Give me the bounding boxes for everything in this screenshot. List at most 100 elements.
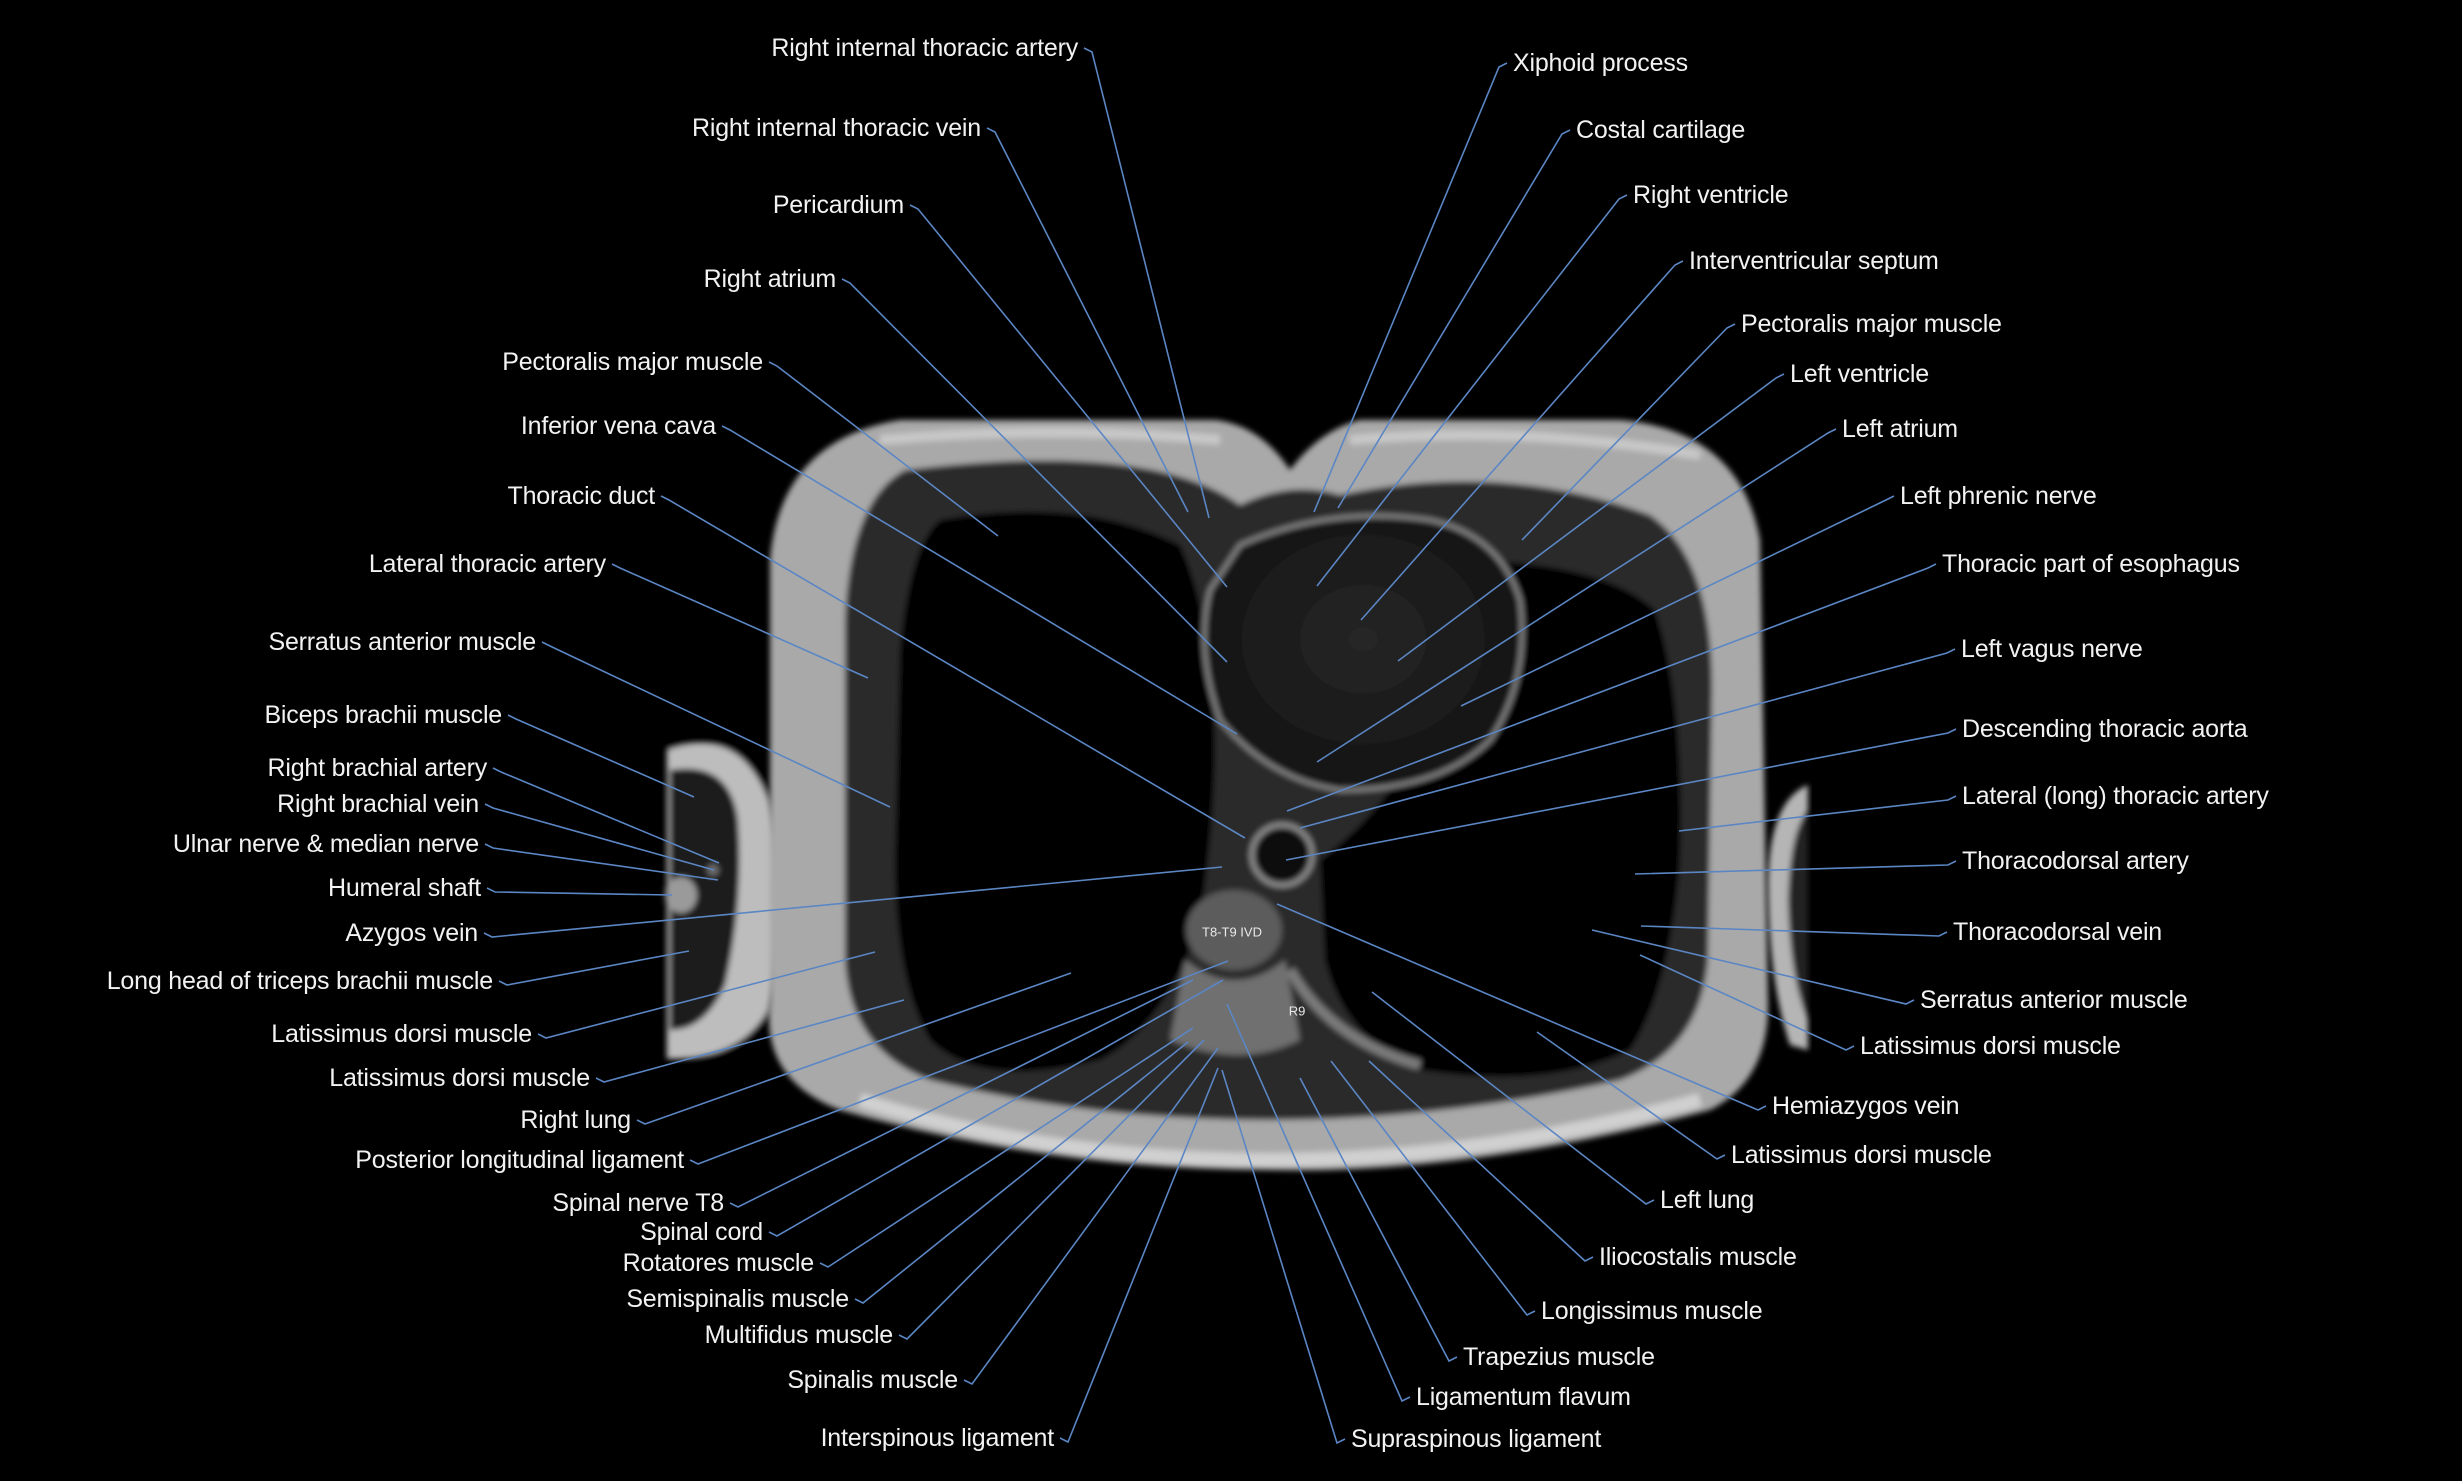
label-multifidus-muscle: Multifidus muscle xyxy=(704,1321,894,1349)
label-xiphoid-process: Xiphoid process xyxy=(1513,49,1688,77)
leader-line xyxy=(768,361,999,537)
leader-line xyxy=(507,714,695,798)
label-pectoralis-major-muscle: Pectoralis major muscle xyxy=(502,348,763,376)
leader-line xyxy=(1521,323,1736,541)
leader-line xyxy=(1299,1077,1458,1363)
leader-line xyxy=(1368,1060,1594,1262)
label-humeral-shaft: Humeral shaft xyxy=(327,874,481,902)
leader-line xyxy=(498,950,690,986)
label-iliocostalis-muscle: Iliocostalis muscle xyxy=(1599,1243,1797,1271)
leader-line xyxy=(1337,129,1571,509)
leader-line xyxy=(1299,648,1956,829)
leader-line xyxy=(963,1047,1219,1386)
label-left-phrenic-nerve: Left phrenic nerve xyxy=(1900,482,2097,510)
label-latissimus-dorsi-muscle: Latissimus dorsi muscle xyxy=(1731,1141,1992,1169)
leader-line xyxy=(1371,991,1655,1205)
leader-line xyxy=(841,278,1228,663)
label-long-head-of-triceps-brachii-muscle: Long head of triceps brachii muscle xyxy=(106,967,493,995)
label-right-atrium: Right atrium xyxy=(703,265,837,293)
leader-line xyxy=(1678,795,1957,832)
torso xyxy=(768,420,1769,1171)
label-right-lung: Right lung xyxy=(520,1106,631,1134)
right-arm xyxy=(665,740,785,1060)
label-right-ventricle: Right ventricle xyxy=(1633,181,1789,209)
label-thoracic-duct: Thoracic duct xyxy=(507,482,656,510)
label-biceps-brachii-muscle: Biceps brachii muscle xyxy=(264,701,502,729)
leader-lines xyxy=(483,47,1957,1445)
label-interventricular-septum: Interventricular septum xyxy=(1689,247,1939,275)
label-latissimus-dorsi-muscle: Latissimus dorsi muscle xyxy=(329,1064,590,1092)
leader-line xyxy=(898,1039,1205,1340)
leader-line xyxy=(484,843,719,881)
label-latissimus-dorsi-muscle: Latissimus dorsi muscle xyxy=(271,1020,532,1048)
leader-line xyxy=(1640,925,1948,937)
leader-line xyxy=(1286,563,1937,812)
label-supraspinous-ligament: Supraspinous ligament xyxy=(1351,1425,1602,1453)
leader-line xyxy=(537,951,876,1039)
label-right-brachial-vein: Right brachial vein xyxy=(277,790,479,818)
leader-line xyxy=(1083,47,1210,519)
label-spinalis-muscle: Spinalis muscle xyxy=(787,1366,958,1394)
leader-line xyxy=(721,425,1238,735)
label-lateral-long-thoracic-artery: Lateral (long) thoracic artery xyxy=(1962,782,2269,810)
label-descending-thoracic-aorta: Descending thoracic aorta xyxy=(1962,715,2248,743)
leader-line xyxy=(1397,373,1785,662)
label-ulnar-nerve-median-nerve: Ulnar nerve & median nerve xyxy=(172,830,479,858)
leader-line xyxy=(1316,194,1628,587)
leader-line xyxy=(1330,1060,1536,1317)
leader-line xyxy=(768,979,1224,1237)
image-tag-t8-t9-ivd: T8-T9 IVD xyxy=(1202,924,1262,940)
label-right-brachial-artery: Right brachial artery xyxy=(267,754,487,782)
label-hemiazygos-vein: Hemiazygos vein xyxy=(1772,1092,1960,1120)
label-posterior-longitudinal-ligament: Posterior longitudinal ligament xyxy=(355,1146,684,1174)
leader-line xyxy=(541,641,891,808)
label-latissimus-dorsi-muscle: Latissimus dorsi muscle xyxy=(1860,1032,2121,1060)
leader-line xyxy=(1316,428,1837,763)
leader-line xyxy=(909,204,1228,588)
leader-line xyxy=(1360,260,1684,621)
label-longissimus-muscle: Longissimus muscle xyxy=(1541,1297,1763,1325)
leader-line xyxy=(1634,860,1957,875)
leader-line xyxy=(819,1027,1194,1268)
label-rotatores-muscle: Rotatores muscle xyxy=(622,1249,815,1277)
label-thoracodorsal-vein: Thoracodorsal vein xyxy=(1953,918,2163,946)
leader-line xyxy=(660,495,1246,839)
label-spinal-cord: Spinal cord xyxy=(640,1218,763,1246)
leader-line xyxy=(595,999,905,1083)
label-left-lung: Left lung xyxy=(1660,1186,1755,1214)
label-left-ventricle: Left ventricle xyxy=(1790,360,1929,388)
leader-line xyxy=(1226,1003,1411,1403)
leader-line xyxy=(689,960,1229,1165)
label-right-internal-thoracic-vein: Right internal thoracic vein xyxy=(692,114,981,142)
leader-line xyxy=(1276,903,1767,1111)
label-thoracic-part-of-esophagus: Thoracic part of esophagus xyxy=(1942,550,2240,578)
label-serratus-anterior-muscle: Serratus anterior muscle xyxy=(1920,986,2188,1014)
image-tag-r9: R9 xyxy=(1288,1003,1306,1019)
leader-line xyxy=(1536,1031,1726,1160)
leader-line xyxy=(1591,929,1915,1005)
label-right-internal-thoracic-artery: Right internal thoracic artery xyxy=(771,34,1078,62)
label-interspinous-ligament: Interspinous ligament xyxy=(820,1424,1055,1452)
label-serratus-anterior-muscle: Serratus anterior muscle xyxy=(268,628,536,656)
leader-line xyxy=(1639,954,1855,1051)
label-left-atrium: Left atrium xyxy=(1842,415,1958,443)
leader-line xyxy=(1285,728,1957,861)
label-pericardium: Pericardium xyxy=(772,191,904,219)
label-lateral-thoracic-artery: Lateral thoracic artery xyxy=(368,550,606,578)
label-left-vagus-nerve: Left vagus nerve xyxy=(1961,635,2143,663)
label-inferior-vena-cava: Inferior vena cava xyxy=(520,412,716,440)
leader-line xyxy=(986,127,1189,513)
leader-line xyxy=(486,887,673,896)
label-semispinalis-muscle: Semispinalis muscle xyxy=(626,1285,849,1313)
label-ligamentum-flavum: Ligamentum flavum xyxy=(1416,1383,1631,1411)
leader-line xyxy=(636,972,1072,1125)
leader-line xyxy=(1221,1069,1346,1445)
label-azygos-vein: Azygos vein xyxy=(345,919,478,947)
leader-line xyxy=(611,563,869,679)
label-trapezius-muscle: Trapezius muscle xyxy=(1463,1343,1655,1371)
leader-line xyxy=(1460,495,1895,707)
leader-line xyxy=(854,1041,1189,1304)
label-pectoralis-major-muscle: Pectoralis major muscle xyxy=(1741,310,2002,338)
